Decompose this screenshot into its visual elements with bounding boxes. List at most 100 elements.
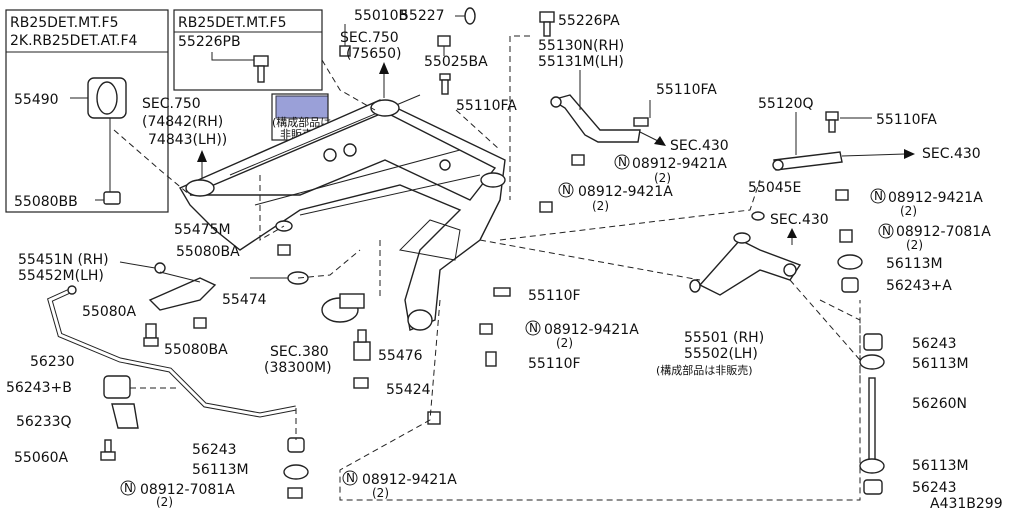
svg-text:N: N xyxy=(346,471,355,485)
washer-55045E-icon xyxy=(751,211,765,221)
part-56243B-label[interactable]: 56243+B xyxy=(6,380,72,396)
nut-55025BA-icon xyxy=(437,35,451,47)
part-55120Q-label[interactable]: 55120Q xyxy=(758,96,814,112)
svg-text:(2): (2) xyxy=(900,204,917,218)
svg-text:(2): (2) xyxy=(906,238,923,252)
arrow-up-3-icon xyxy=(197,150,207,162)
sec750-left-1: SEC.750 xyxy=(142,96,201,112)
sec430-label-1: SEC.430 xyxy=(670,138,729,154)
svg-text:N: N xyxy=(882,224,891,238)
part-55474-label[interactable]: 55474 xyxy=(222,292,267,308)
part-55080BB-label[interactable]: 55080BB xyxy=(14,194,78,210)
part-55045E-label[interactable]: 55045E xyxy=(748,180,801,196)
bolt-55080A-icon xyxy=(143,323,159,347)
sec380-line2: (38300M) xyxy=(264,360,332,376)
nut-n2-icon xyxy=(835,189,849,201)
part-55130N-label[interactable]: 55130N(RH) xyxy=(538,38,624,54)
part-55226PB-label[interactable]: 55226PB xyxy=(178,34,241,50)
part-55451N-label[interactable]: 55451N (RH) xyxy=(18,252,109,268)
nut-n7-label[interactable]: 08912-7081A xyxy=(140,482,235,498)
svg-text:N: N xyxy=(529,321,538,335)
arrow-right-icon xyxy=(904,149,915,159)
bracket-56233Q-icon xyxy=(111,403,139,429)
part-56243A-label[interactable]: 56243+A xyxy=(886,278,952,294)
part-56233Q-label[interactable]: 56233Q xyxy=(16,414,72,430)
svg-text:(2): (2) xyxy=(156,495,173,509)
part-55110FA-label[interactable]: 55110FA xyxy=(456,98,517,114)
n-marker-2-icon xyxy=(870,188,886,204)
part-55110FA-2-label[interactable]: 55110FA xyxy=(656,82,717,98)
part-55025BA-label[interactable]: 55025BA xyxy=(424,54,488,70)
part-56230-label[interactable]: 56230 xyxy=(30,354,75,370)
bushing-56243B-icon xyxy=(103,375,131,399)
nut-n5-icon xyxy=(479,323,493,335)
part-56243-3-label[interactable]: 56243 xyxy=(192,442,237,458)
bushing-56243A-icon xyxy=(841,277,859,293)
part-55080BA-2-label[interactable]: 55080BA xyxy=(164,342,228,358)
diagram-id: A431B299 xyxy=(930,496,1003,510)
nut-n3-label[interactable]: 08912-9421A xyxy=(578,184,673,200)
n-marker-icon xyxy=(614,154,630,170)
bolt-55060A-icon xyxy=(100,439,116,461)
part-55502-label[interactable]: 55502(LH) xyxy=(684,346,758,362)
part-55476-label[interactable]: 55476 xyxy=(378,348,423,364)
part-55080A-label[interactable]: 55080A xyxy=(82,304,137,320)
bushing-56113M-3-icon xyxy=(859,458,885,474)
part-55110F-2-label[interactable]: 55110F xyxy=(528,356,581,372)
part-55226PA-label[interactable]: 55226PA xyxy=(558,13,620,29)
bushing-56243-3-icon xyxy=(287,437,305,453)
sec750-top-line2: (75650) xyxy=(346,46,401,62)
bolt-55110F-icon xyxy=(493,287,511,297)
part-55131M-label[interactable]: 55131M(LH) xyxy=(538,54,624,70)
part-55475M-label[interactable]: 55475M xyxy=(174,222,231,238)
nut-n5-label[interactable]: 08912-9421A xyxy=(544,322,639,338)
subframe-assembly xyxy=(178,94,506,331)
part-55080BA-label[interactable]: 55080BA xyxy=(176,244,240,260)
n-marker-7-icon xyxy=(120,480,136,496)
n-marker-6-icon xyxy=(342,470,358,486)
part-55501-label[interactable]: 55501 (RH) xyxy=(684,330,764,346)
part-56113M-2-label[interactable]: 56113M xyxy=(912,356,969,372)
inset-left-header-2: 2K.RB25DET.AT.F4 xyxy=(10,33,138,49)
nut-n6-label[interactable]: 08912-9421A xyxy=(362,472,457,488)
nut-n6-icon xyxy=(427,411,441,425)
arrow-up-icon xyxy=(379,62,389,74)
bushing-55490-icon xyxy=(70,77,127,119)
part-56113M-label[interactable]: 56113M xyxy=(886,256,943,272)
bushing-56243-icon xyxy=(863,333,883,351)
part-55424-label[interactable]: 55424 xyxy=(386,382,431,398)
bolt-55110FA-3-icon xyxy=(825,111,839,133)
part-55490-label[interactable]: 55490 xyxy=(14,92,59,108)
part-56113M-3-label[interactable]: 56113M xyxy=(912,458,969,474)
part-56260N-label[interactable]: 56260N xyxy=(912,396,967,412)
sec750-left-2: (74842(RH) xyxy=(142,114,223,130)
svg-text:(2): (2) xyxy=(372,486,389,500)
arrow-sec430-icon xyxy=(654,136,666,146)
part-55227-label[interactable]: 55227 xyxy=(400,8,445,24)
nut-55080BA-2-icon xyxy=(193,317,207,329)
nut-n3-icon xyxy=(839,229,853,243)
mount-55476-icon xyxy=(353,329,371,361)
nut-n2-label[interactable]: 08912-9421A xyxy=(888,190,983,206)
inset-middle-box xyxy=(173,9,323,91)
part-55010B-label[interactable]: 55010B xyxy=(354,8,408,24)
part-55452M-label[interactable]: 55452M(LH) xyxy=(18,268,104,284)
nut-n1-label[interactable]: 08912-9421A xyxy=(632,156,727,172)
upper-arm-55130N-icon xyxy=(550,94,641,143)
inset-left-box xyxy=(5,9,169,213)
nut-n4-label[interactable]: 08912-7081A xyxy=(896,224,991,240)
n-marker-5-icon xyxy=(525,320,541,336)
part-55110F-label[interactable]: 55110F xyxy=(528,288,581,304)
svg-text:(2): (2) xyxy=(592,199,609,213)
not-sold-note-1: (構成部品は xyxy=(272,115,331,129)
svg-text:N: N xyxy=(562,183,571,197)
svg-text:(2): (2) xyxy=(654,171,671,185)
part-55060A-label[interactable]: 55060A xyxy=(14,450,69,466)
highlight-marker xyxy=(275,95,329,119)
not-sold-note-right: (構成部品は非販売) xyxy=(656,363,753,377)
part-56243-2-label[interactable]: 56243 xyxy=(912,480,957,496)
part-56243-label[interactable]: 56243 xyxy=(912,336,957,352)
bushing-56113M-icon xyxy=(837,254,863,270)
part-55110FA-3-label[interactable]: 55110FA xyxy=(876,112,937,128)
part-56113M-4-label[interactable]: 56113M xyxy=(192,462,249,478)
